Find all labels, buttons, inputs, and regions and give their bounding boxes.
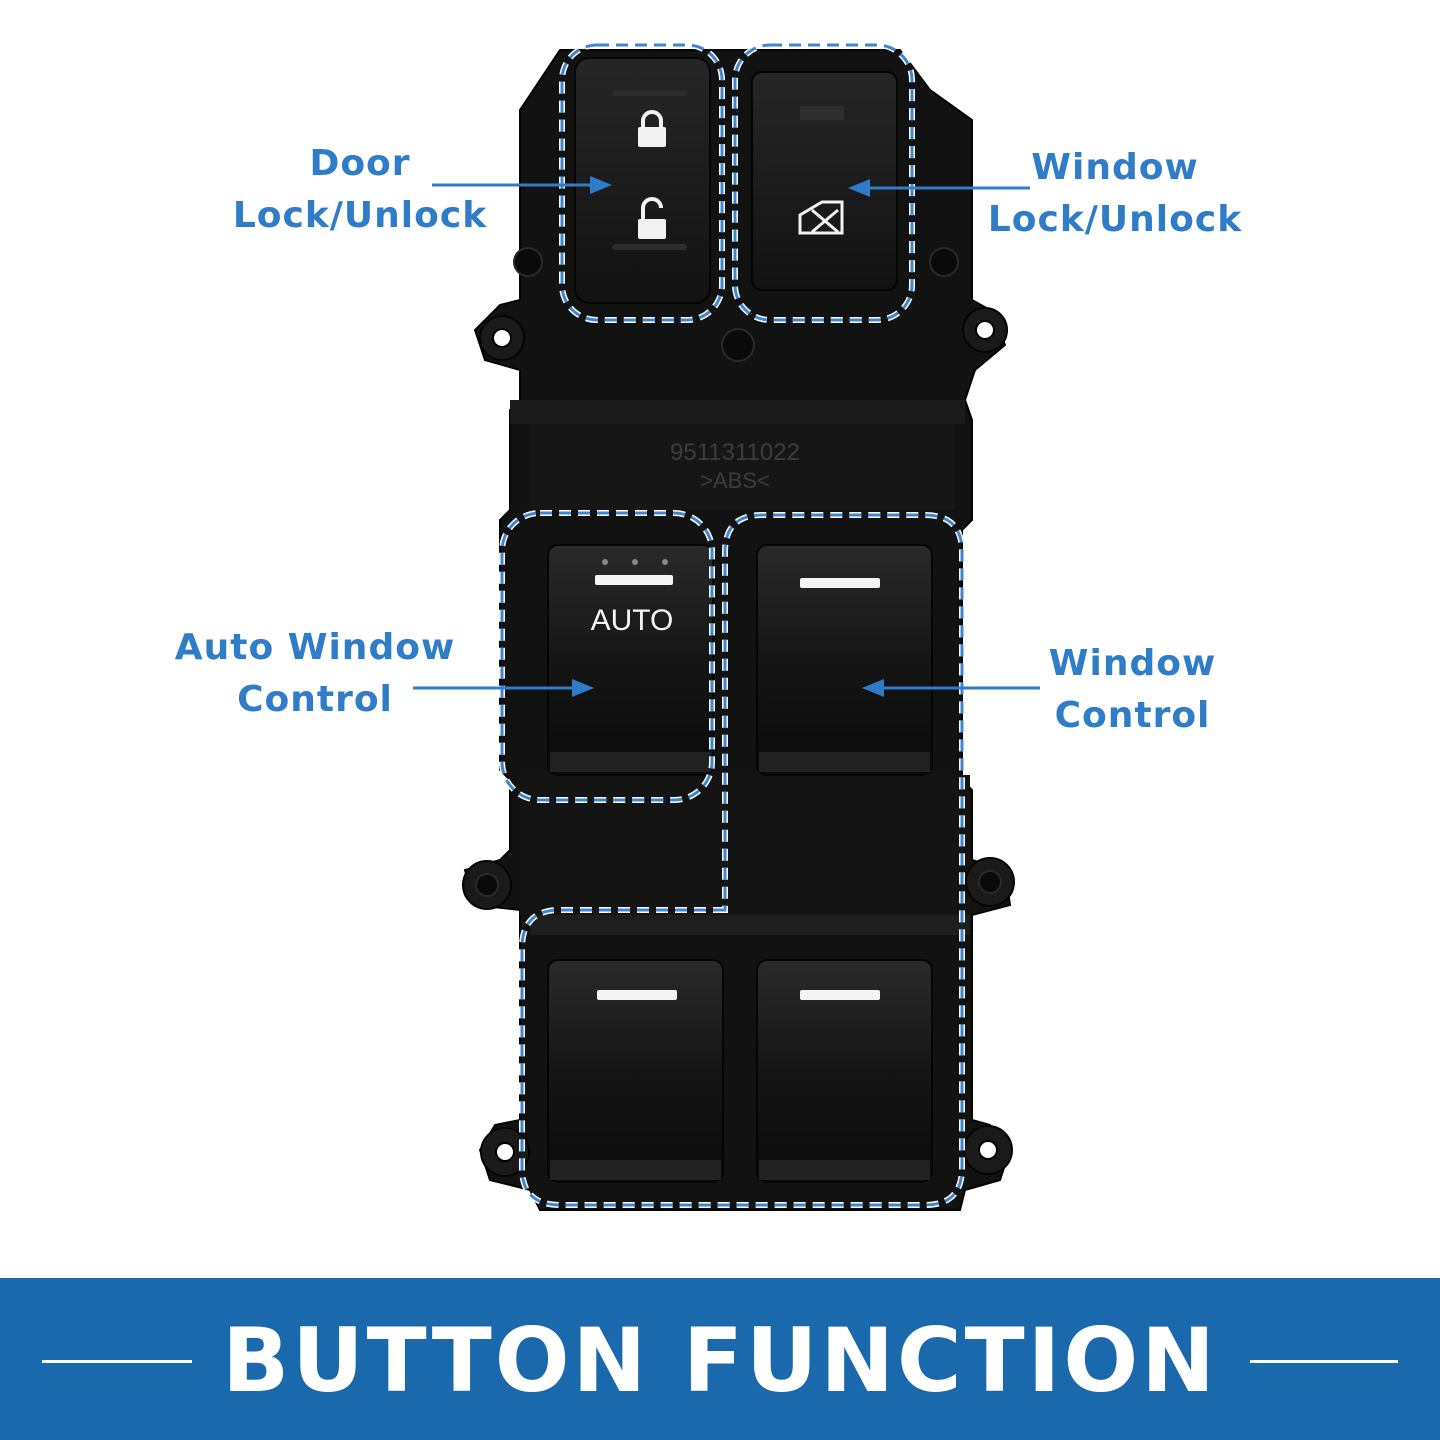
window-lock-button[interactable] (751, 71, 898, 291)
door-lock-label-line1: Door (309, 143, 411, 184)
auto-window-label: Auto Window Control (165, 622, 465, 726)
mounting-ear (963, 1125, 1013, 1175)
rear-right-window-button[interactable] (756, 959, 933, 1183)
auto-window-highlight (499, 510, 715, 803)
window-lock-label-line2: Lock/Unlock (987, 199, 1243, 240)
window-switch-illustration: 9511311022 >ABS< AUTO (413, 42, 1040, 1211)
auto-button-text: AUTO (591, 604, 674, 637)
window-control-arrow (862, 679, 1040, 697)
window-lock-highlight (732, 42, 915, 323)
window-control-button[interactable] (756, 544, 933, 776)
banner-rule-right (1250, 1360, 1398, 1363)
banner-rule-left (42, 1360, 192, 1363)
banner-title: BUTTON FUNCTION (222, 1309, 1218, 1412)
window-lock-icon (798, 200, 844, 235)
window-lock-arrow (848, 179, 1030, 197)
door-lock-label: Door Lock/Unlock (215, 138, 505, 242)
window-control-highlight (519, 512, 965, 1208)
mounting-ear (479, 315, 525, 361)
auto-window-button[interactable]: AUTO (547, 544, 714, 776)
door-lock-button[interactable] (574, 57, 711, 304)
window-lock-label-line1: Window (1031, 147, 1199, 188)
unlock-icon (638, 197, 666, 239)
part-number-text: 9511311022 (670, 439, 800, 466)
title-banner (0, 1278, 1440, 1440)
door-lock-label-line2: Lock/Unlock (232, 195, 488, 236)
auto-window-arrow (413, 679, 594, 697)
window-control-label: Window Control (1015, 638, 1250, 742)
window-lock-label: Window Lock/Unlock (970, 142, 1260, 246)
door-lock-highlight (559, 42, 725, 323)
lock-icon (638, 110, 666, 147)
material-mark-text: >ABS< (700, 468, 770, 493)
window-control-label-line2: Control (1054, 695, 1211, 736)
door-lock-arrow (432, 176, 612, 194)
mounting-ear (962, 307, 1008, 353)
rear-left-window-button[interactable] (547, 959, 724, 1183)
auto-window-label-line2: Control (237, 679, 393, 720)
mounting-ear (462, 860, 512, 910)
switch-housing (462, 49, 1015, 1211)
mounting-ear (480, 1127, 530, 1177)
mounting-ear (965, 857, 1015, 907)
window-control-label-line1: Window (1048, 643, 1217, 684)
auto-window-label-line1: Auto Window (174, 627, 456, 668)
